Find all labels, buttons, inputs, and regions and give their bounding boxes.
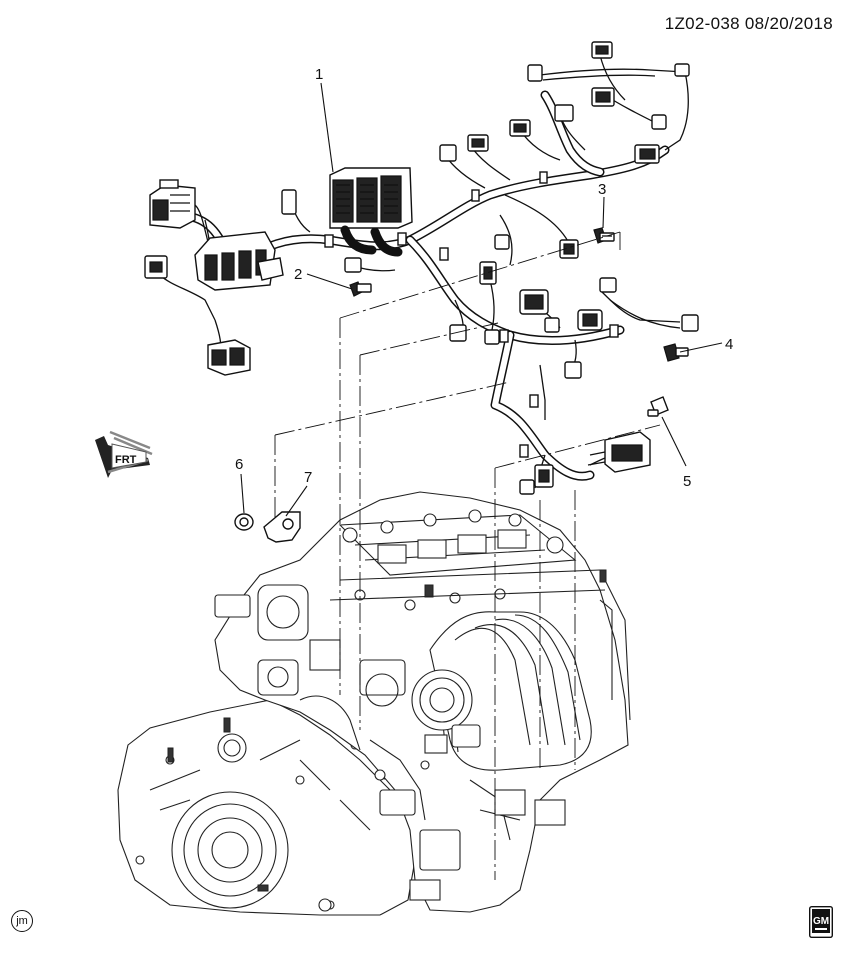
bolt-3 — [593, 227, 615, 244]
gm-logo-text: GM — [813, 916, 829, 927]
harness-connector-b — [144, 255, 168, 279]
callout-4: 4 — [725, 336, 733, 353]
harness-connector-c — [207, 339, 251, 376]
bolt-2 — [349, 281, 372, 297]
bracket-7 — [263, 511, 301, 543]
frt-direction-arrow-icon: FRT — [95, 430, 153, 478]
callout-7: 7 — [304, 469, 312, 486]
callout-5: 5 — [683, 473, 691, 490]
callout-1: 1 — [315, 66, 323, 83]
harness-connector-d — [527, 64, 543, 82]
frt-label: FRT — [115, 454, 137, 466]
jm-stamp-text: jm — [16, 915, 28, 927]
gm-logo-icon: GM — [809, 906, 833, 938]
main-junction-connector — [194, 231, 284, 291]
engine-assembly — [117, 491, 631, 916]
harness-connector-i — [587, 431, 651, 473]
engine-wiring-harness — [144, 41, 699, 495]
callout-2: 2 — [294, 266, 302, 283]
harness-connector-a — [149, 179, 196, 229]
bolt-5 — [647, 396, 669, 417]
jm-stamp-icon: jm — [11, 910, 33, 932]
callout-6: 6 — [235, 456, 243, 473]
callout-3: 3 — [598, 181, 606, 198]
bolt-4 — [663, 343, 689, 362]
alignment-lines — [274, 231, 661, 880]
callout-leaders — [240, 82, 723, 517]
nut-6 — [234, 513, 254, 531]
diagram-id-date: 1Z02-038 08/20/2018 — [664, 14, 833, 33]
ecm-connector-block — [329, 167, 413, 257]
